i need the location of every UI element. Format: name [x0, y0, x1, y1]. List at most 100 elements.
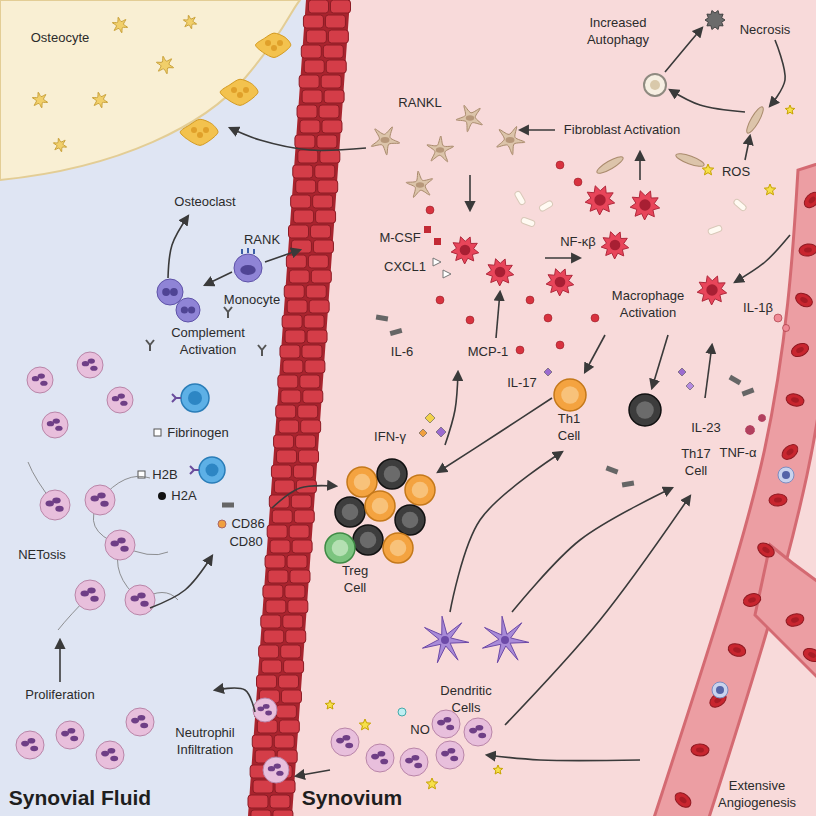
- mcsf-mark: [424, 226, 431, 233]
- red-blood-cell-body: [742, 591, 763, 608]
- cytokine-diamond: [544, 368, 552, 376]
- cytokine-capsule: [707, 225, 722, 235]
- membrane-cell: [292, 540, 312, 553]
- t-cell-nucleus: [561, 386, 579, 404]
- osteoclast: [180, 119, 218, 145]
- membrane-cell: [326, 60, 346, 73]
- t-cell-nucleus: [390, 540, 407, 557]
- flow-arrow: [445, 372, 458, 445]
- macrophage-nucleus: [639, 199, 650, 210]
- neutrophil-lobe: [90, 596, 98, 602]
- synovial-fluid-ground: [0, 0, 306, 816]
- neutrophil-lobe: [380, 759, 388, 765]
- membrane-cell: [284, 285, 304, 298]
- membrane-cell: [286, 630, 306, 643]
- membrane-cell: [307, 330, 327, 343]
- neutrophil-lobe: [55, 426, 62, 431]
- red-blood-cell: [691, 744, 709, 757]
- histone-mark: [158, 492, 166, 500]
- red-blood-cell-body: [769, 494, 788, 507]
- membrane-cell: [281, 390, 301, 403]
- red-blood-cell: [672, 790, 694, 811]
- membrane-cell: [296, 180, 316, 193]
- monocyte-nucleus: [170, 288, 178, 296]
- macrophage-nucleus: [706, 284, 717, 295]
- antibody: [258, 345, 266, 356]
- neutrophil: [436, 741, 464, 769]
- membrane-cell: [286, 255, 306, 268]
- callout-label: IL-6: [391, 344, 413, 361]
- neutrophil-lobe: [475, 725, 483, 731]
- membrane-cell: [306, 30, 326, 43]
- b-cell-receptor: [172, 394, 181, 402]
- red-blood-cell-body: [672, 790, 694, 811]
- red-blood-cell: [785, 612, 805, 628]
- membrane-cell: [294, 210, 314, 223]
- membrane-cell: [304, 60, 324, 73]
- callout-label: H2B: [152, 467, 177, 484]
- flow-arrow: [215, 688, 255, 712]
- membrane-cell: [276, 705, 296, 718]
- neutrophil-lobe: [67, 728, 75, 734]
- osteoclast-nucleus: [191, 127, 197, 133]
- membrane-cell: [277, 450, 297, 463]
- red-blood-cell-body: [801, 189, 816, 210]
- callout-label: Neutrophil Infiltration: [175, 725, 234, 759]
- t-cell: [383, 533, 413, 563]
- osteoclast-nucleus: [243, 87, 249, 93]
- red-blood-cell: [801, 189, 816, 210]
- cytokine-bar: [606, 466, 619, 475]
- osteocyte: [32, 92, 47, 108]
- fibroblast: [371, 127, 399, 155]
- cytokine-dot: [426, 206, 434, 214]
- callout-label: Th1 Cell: [558, 411, 580, 445]
- macrophage: [546, 269, 574, 296]
- dendritic-cell-nucleus: [441, 636, 449, 644]
- membrane-cell: [278, 375, 298, 388]
- neutrophil-lobe: [137, 593, 145, 599]
- red-blood-cell-body: [691, 744, 709, 757]
- macrophage: [451, 237, 479, 264]
- fibroblast-nucleus: [436, 147, 444, 153]
- red-blood-cell-center: [696, 747, 704, 752]
- membrane-cell: [302, 90, 322, 103]
- membrane-cell: [274, 735, 294, 748]
- flow-arrow: [735, 235, 790, 282]
- spindle-cell: [595, 154, 625, 176]
- neutrophil-lobe: [55, 506, 63, 512]
- red-blood-cell: [801, 646, 816, 664]
- fibroblast: [427, 136, 454, 162]
- red-blood-cell-center: [807, 195, 816, 204]
- b-cell-receptor: [190, 466, 199, 474]
- neutrophil-lobe: [345, 743, 353, 749]
- membrane-cell: [325, 15, 345, 28]
- t-cell: [353, 525, 383, 555]
- neutrophil: [96, 741, 124, 769]
- membrane-cell: [289, 525, 309, 538]
- cytokine-dot: [783, 325, 790, 332]
- callout-label: CD80: [229, 534, 262, 551]
- membrane-cell: [287, 555, 307, 568]
- membrane-cell: [319, 105, 339, 118]
- callout-label: Fibroblast Activation: [564, 122, 680, 139]
- fibrinogen-mark: [154, 429, 161, 436]
- osteoclast: [220, 79, 258, 105]
- cytokine-bar: [742, 388, 755, 397]
- neutrophil-lobe: [107, 748, 115, 754]
- red-blood-cell: [779, 442, 801, 463]
- membrane-cell: [280, 345, 300, 358]
- red-blood-cell-body: [785, 392, 805, 408]
- flow-arrow: [59, 640, 61, 682]
- neutrophil-lobe: [27, 738, 35, 744]
- membrane-cell: [318, 180, 338, 193]
- flow-arrow: [272, 486, 336, 508]
- membrane-cell: [313, 240, 333, 253]
- neutrophil: [464, 718, 492, 746]
- membrane-cell: [320, 150, 340, 163]
- neutrophil-lobe: [90, 366, 97, 371]
- membrane-cell: [287, 300, 307, 313]
- membrane-cell: [305, 360, 325, 373]
- red-blood-cell-center: [791, 617, 800, 624]
- red-blood-cell: [727, 642, 748, 659]
- callout-label: NETosis: [18, 547, 66, 564]
